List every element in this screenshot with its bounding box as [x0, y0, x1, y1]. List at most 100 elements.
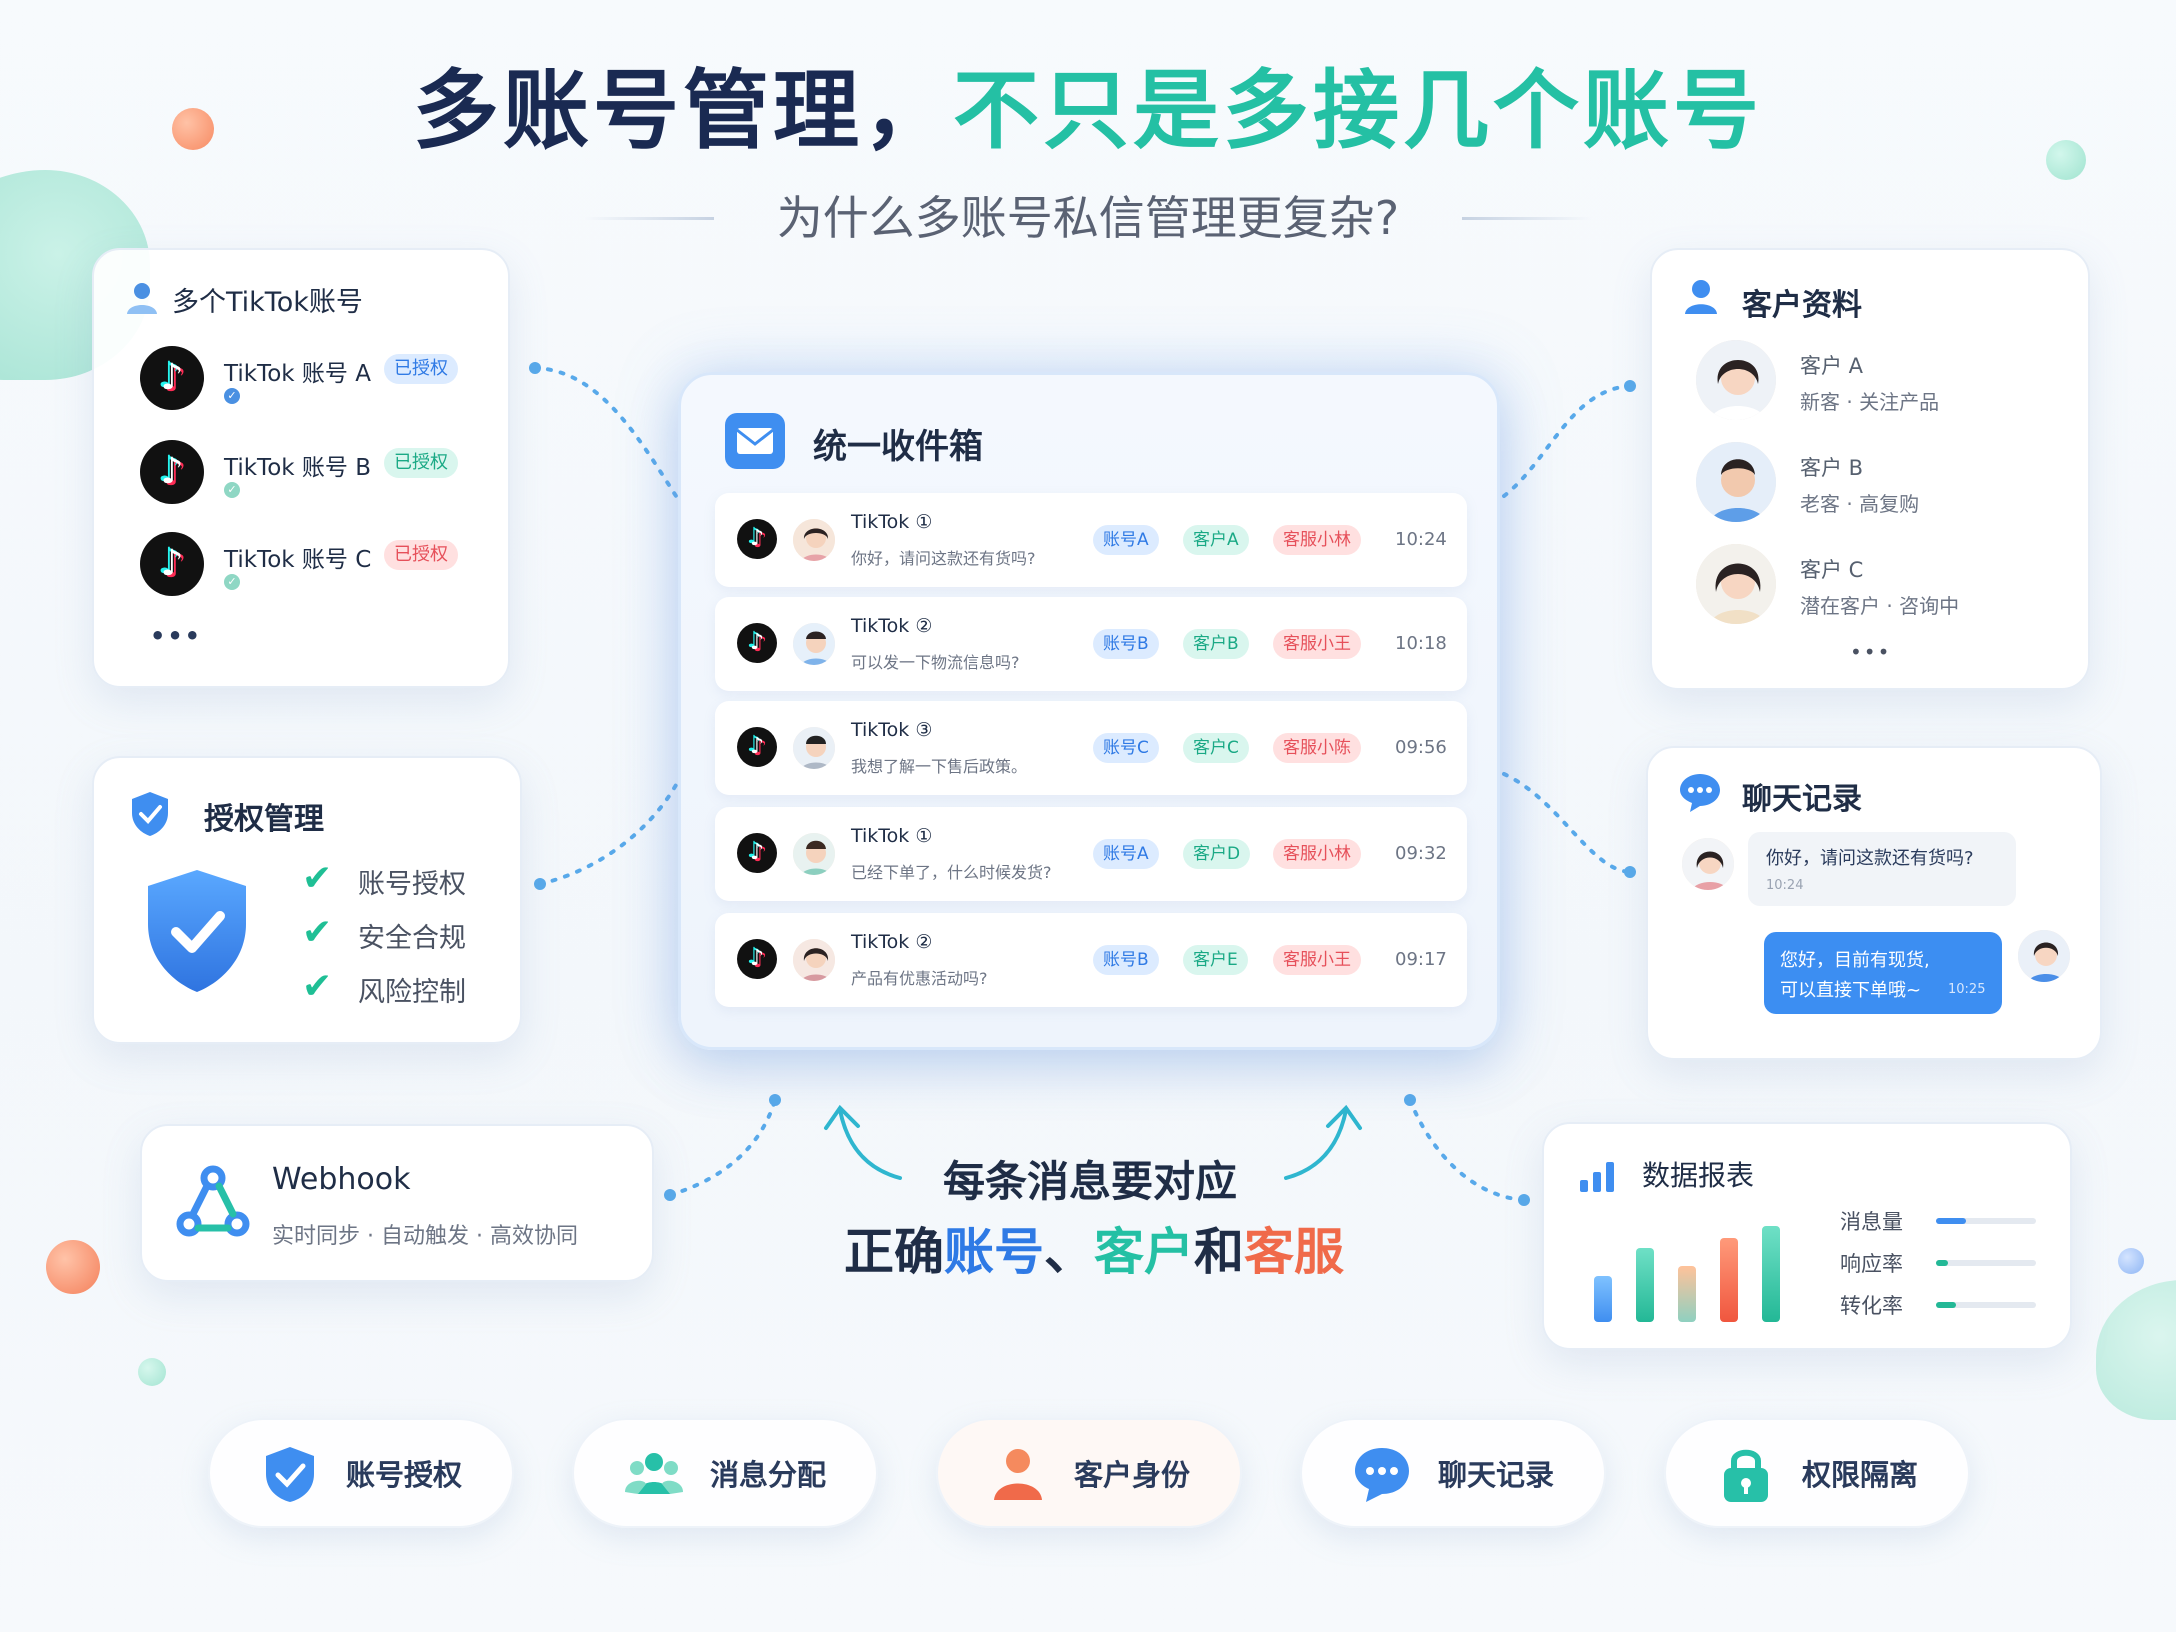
verified-icon: ✓: [224, 388, 240, 404]
feature-label: 消息分配: [710, 1458, 827, 1492]
customer-desc: 潜在客户 · 咨询中: [1800, 594, 1960, 618]
check-icon: ✔: [302, 966, 333, 1007]
report-card-title: 数据报表: [1642, 1159, 1755, 1192]
message-row[interactable]: ♪ TikTok ① 你好，请问这款还有货吗? 账号A 客户A 客服小林 10:…: [715, 493, 1467, 587]
feature-pill-permission-isolation[interactable]: 权限隔离: [1664, 1418, 1970, 1528]
page-subtitle: 为什么多账号私信管理更复杂?: [776, 191, 1400, 245]
webhook-title: Webhook: [272, 1162, 411, 1197]
metric-fill: [1936, 1302, 1956, 1308]
outgoing-message-line2: 可以直接下单哦~: [1780, 980, 1922, 1001]
outgoing-message-bubble: 您好，目前有现货, 可以直接下单哦~ 10:25: [1764, 932, 2002, 1014]
metric-label: 响应率: [1840, 1252, 1903, 1276]
tiktok-icon: ♪: [737, 727, 777, 767]
message-row[interactable]: ♪ TikTok ② 可以发一下物流信息吗? 账号B 客户B 客服小王 10:1…: [715, 597, 1467, 691]
center-line1: 每条消息要对应: [942, 1157, 1237, 1206]
user-icon: [1685, 280, 1717, 314]
feature-pill-account-auth[interactable]: 账号授权: [208, 1418, 514, 1528]
decor-dot-mint-small: [138, 1358, 166, 1386]
tiktok-icon: ♪: [140, 440, 204, 504]
more-dots[interactable]: •••: [150, 622, 203, 650]
account-name-b: TikTok 账号 B: [224, 455, 371, 481]
customer-avatar: [1680, 836, 1736, 892]
customer-desc: 老客 · 高复购: [1800, 492, 1920, 516]
auth-item-1: 账号授权: [358, 869, 466, 900]
account-badge: 账号A: [1093, 525, 1159, 555]
message-time: 10:18: [1395, 633, 1447, 654]
title-part1: 多账号管理，: [413, 61, 953, 161]
decor-dot-orange: [172, 108, 214, 150]
shield-check-icon: [266, 1447, 314, 1502]
customer-badge: 客户E: [1183, 945, 1248, 975]
webhook-card: Webhook 实时同步 · 自动触发 · 高效协同: [140, 1124, 654, 1282]
feature-label: 账号授权: [346, 1458, 463, 1492]
title-part2: 不只是多接几个账号: [953, 61, 1763, 161]
account-name-a: TikTok 账号 A: [224, 361, 371, 387]
metric-fill: [1936, 1260, 1948, 1266]
message-preview: 你好，请问这款还有货吗?: [851, 549, 1036, 568]
message-time: 09:17: [1395, 949, 1447, 970]
chat-bubble-icon: [1355, 1448, 1409, 1502]
feature-pill-customer-identity[interactable]: 客户身份: [936, 1418, 1242, 1528]
tiktok-icon: ♪: [737, 519, 777, 559]
decor-dot-blue: [2118, 1248, 2144, 1274]
agent-badge: 客服小王: [1273, 945, 1361, 975]
agent-badge: 客服小王: [1273, 629, 1361, 659]
customer-avatar: [791, 831, 837, 877]
incoming-message-text: 你好，请问这款还有货吗?: [1766, 848, 1974, 869]
unified-inbox: 统一收件箱 ♪ TikTok ① 你好，请问这款还有货吗? 账号A 客户A 客服…: [678, 372, 1500, 1050]
customer-badge: 客户D: [1183, 839, 1251, 869]
shield-check-icon: [132, 792, 168, 836]
message-platform: TikTok ③: [851, 719, 933, 741]
feature-label: 聊天记录: [1438, 1458, 1555, 1492]
group-users-icon: [625, 1453, 683, 1494]
more-dots[interactable]: •••: [1850, 640, 1892, 664]
person-icon: [994, 1449, 1042, 1500]
lock-icon: [1724, 1449, 1768, 1502]
message-time: 10:24: [1395, 529, 1447, 550]
auth-badge-c: 已授权: [384, 540, 458, 570]
chat-card-title: 聊天记录: [1742, 782, 1862, 817]
bar-chart-icon: [1580, 1162, 1614, 1192]
message-time: 09:32: [1395, 843, 1447, 864]
auth-item-2: 安全合规: [358, 923, 466, 954]
inbox-title: 统一收件箱: [813, 427, 983, 467]
metric-label: 转化率: [1840, 1294, 1903, 1318]
agent-badge: 客服小陈: [1273, 733, 1361, 763]
account-badge: 账号C: [1093, 733, 1159, 763]
account-name-c: TikTok 账号 C: [224, 547, 372, 573]
incoming-message-bubble: 你好，请问这款还有货吗? 10:24: [1748, 832, 2016, 906]
message-row[interactable]: ♪ TikTok ② 产品有优惠活动吗? 账号B 客户E 客服小王 09:17: [715, 913, 1467, 1007]
customer-avatar: [791, 517, 837, 563]
subtitle-line-left: [584, 217, 714, 220]
feature-pill-message-dispatch[interactable]: 消息分配: [572, 1418, 878, 1528]
message-row[interactable]: ♪ TikTok ① 已经下单了，什么时候发货? 账号A 客户D 客服小林 09…: [715, 807, 1467, 901]
metric-track: [1936, 1218, 2036, 1224]
tiktok-icon: ♪: [737, 833, 777, 873]
customer-card-title: 客户资料: [1742, 288, 1862, 323]
auth-card: 授权管理 ✔ 账号授权 ✔ 安全合规 ✔ 风险控制: [92, 756, 522, 1044]
page-title: 多账号管理，不只是多接几个账号: [0, 56, 2176, 166]
message-platform: TikTok ①: [851, 511, 933, 533]
report-bars: [1594, 1226, 1780, 1322]
center-sep1: 、: [1044, 1223, 1094, 1281]
customer-name: 客户 B: [1800, 456, 1864, 480]
auth-badge-a: 已授权: [384, 354, 458, 384]
auth-item-3: 风险控制: [358, 977, 466, 1008]
customer-name: 客户 A: [1800, 354, 1864, 378]
customer-badge: 客户A: [1183, 525, 1249, 555]
customer-name: 客户 C: [1800, 558, 1864, 582]
decor-dot-mint: [2046, 140, 2086, 180]
auth-badge-b: 已授权: [384, 448, 458, 478]
accounts-card-title: 多个TikTok账号: [172, 287, 363, 318]
message-platform: TikTok ②: [851, 931, 933, 953]
verified-icon: ✓: [224, 574, 240, 590]
center-word-account: 账号: [944, 1223, 1044, 1281]
webhook-icon: [176, 1165, 250, 1237]
mail-icon: [725, 413, 785, 469]
incoming-message-time: 10:24: [1766, 878, 1804, 893]
feature-pill-chat-records[interactable]: 聊天记录: [1300, 1418, 1606, 1528]
feature-label: 客户身份: [1074, 1458, 1191, 1492]
message-row[interactable]: ♪ TikTok ③ 我想了解一下售后政策。 账号C 客户C 客服小陈 09:5…: [715, 701, 1467, 795]
customer-badge: 客户B: [1183, 629, 1249, 659]
